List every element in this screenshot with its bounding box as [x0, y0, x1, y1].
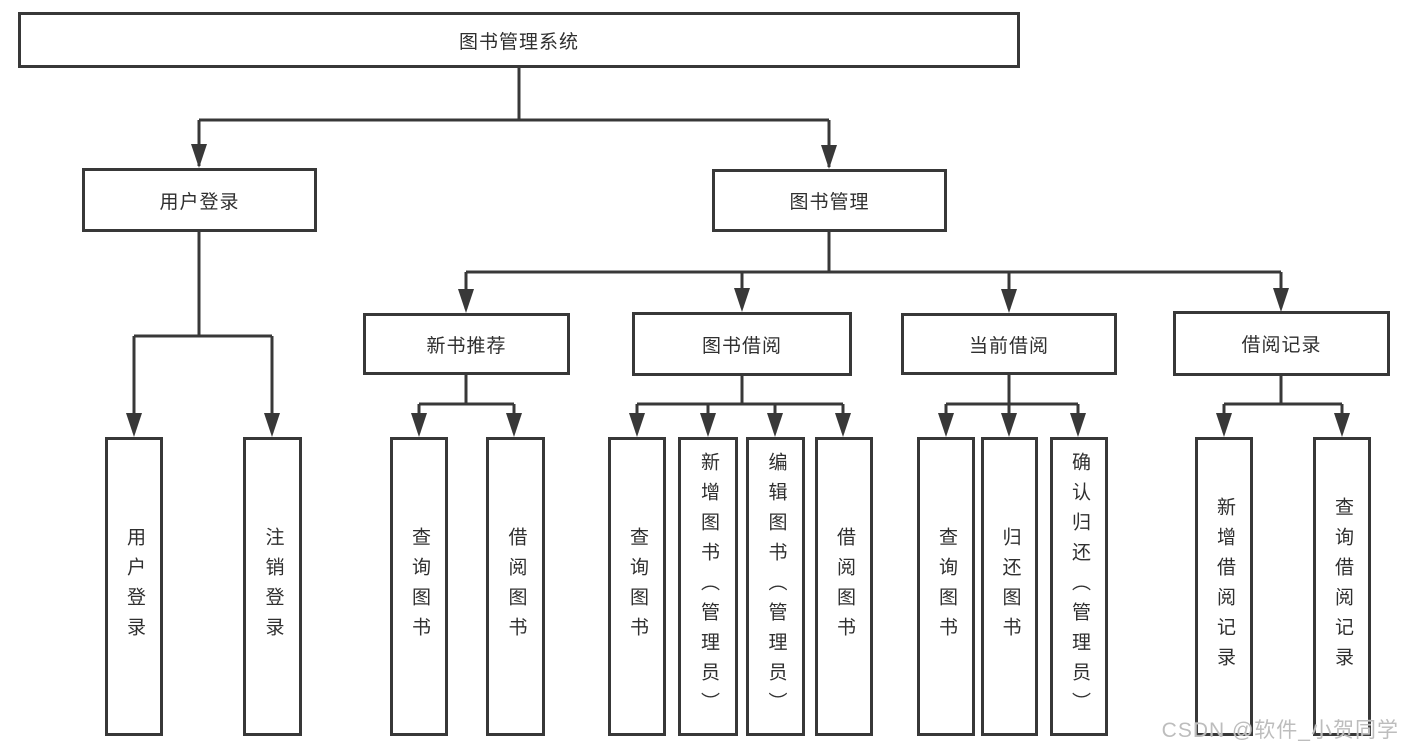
leaf-logout: 注销登录	[243, 437, 302, 736]
node-root: 图书管理系统	[18, 12, 1020, 68]
node-user-login: 用户登录	[82, 168, 317, 232]
node-current-borrow: 当前借阅	[901, 313, 1117, 375]
node-new-book-recommend: 新书推荐	[363, 313, 570, 375]
leaf-return-books-label: 归还图书	[999, 526, 1021, 647]
leaf-query-books-borrow: 查询图书	[608, 437, 666, 736]
node-book-management-label: 图书管理	[789, 192, 870, 213]
leaf-logout-label: 注销登录	[262, 526, 284, 647]
node-new-book-recommend-label: 新书推荐	[426, 335, 507, 357]
node-current-borrow-label: 当前借阅	[968, 335, 1049, 357]
leaf-add-borrow-record: 新增借阅记录	[1195, 437, 1253, 736]
leaf-query-books-current-label: 查询图书	[935, 526, 957, 647]
leaf-add-borrow-record-label: 新增借阅记录	[1213, 496, 1235, 677]
node-borrow-record: 借阅记录	[1173, 311, 1390, 376]
leaf-user-login: 用户登录	[105, 437, 163, 736]
leaf-query-borrow-record: 查询借阅记录	[1313, 437, 1371, 736]
leaf-query-books-recommend: 查询图书	[390, 437, 448, 736]
leaf-borrow-books-label: 借阅图书	[833, 526, 855, 647]
leaf-query-books-current: 查询图书	[917, 437, 975, 736]
leaf-query-borrow-record-label: 查询借阅记录	[1331, 496, 1353, 677]
leaf-borrow-books-recommend-label: 借阅图书	[505, 526, 527, 647]
leaf-edit-books-admin: 编辑图书（管理员）	[746, 437, 805, 736]
leaf-borrow-books-recommend: 借阅图书	[486, 437, 545, 736]
leaf-confirm-return-admin: 确认归还（管理员）	[1050, 437, 1108, 736]
node-book-management: 图书管理	[712, 169, 947, 232]
arrowheads	[126, 144, 1350, 437]
csdn-watermark: CSDN @软件_小贺同学	[1161, 719, 1399, 742]
leaf-edit-books-admin-label: 编辑图书（管理员）	[765, 451, 787, 722]
leaf-query-books-borrow-label: 查询图书	[626, 526, 648, 647]
node-user-login-label: 用户登录	[159, 191, 240, 213]
leaf-add-books-admin-label: 新增图书（管理员）	[697, 451, 719, 722]
leaf-query-books-recommend-label: 查询图书	[408, 526, 430, 647]
leaf-return-books: 归还图书	[981, 437, 1038, 736]
node-borrow-record-label: 借阅记录	[1241, 335, 1322, 356]
node-root-label: 图书管理系统	[458, 31, 579, 53]
node-book-borrow-label: 图书借阅	[701, 335, 782, 357]
leaf-borrow-books: 借阅图书	[815, 437, 873, 736]
leaf-add-books-admin: 新增图书（管理员）	[678, 437, 738, 736]
node-book-borrow: 图书借阅	[632, 312, 852, 376]
leaf-confirm-return-admin-label: 确认归还（管理员）	[1068, 451, 1090, 722]
leaf-user-login-label: 用户登录	[123, 526, 145, 647]
